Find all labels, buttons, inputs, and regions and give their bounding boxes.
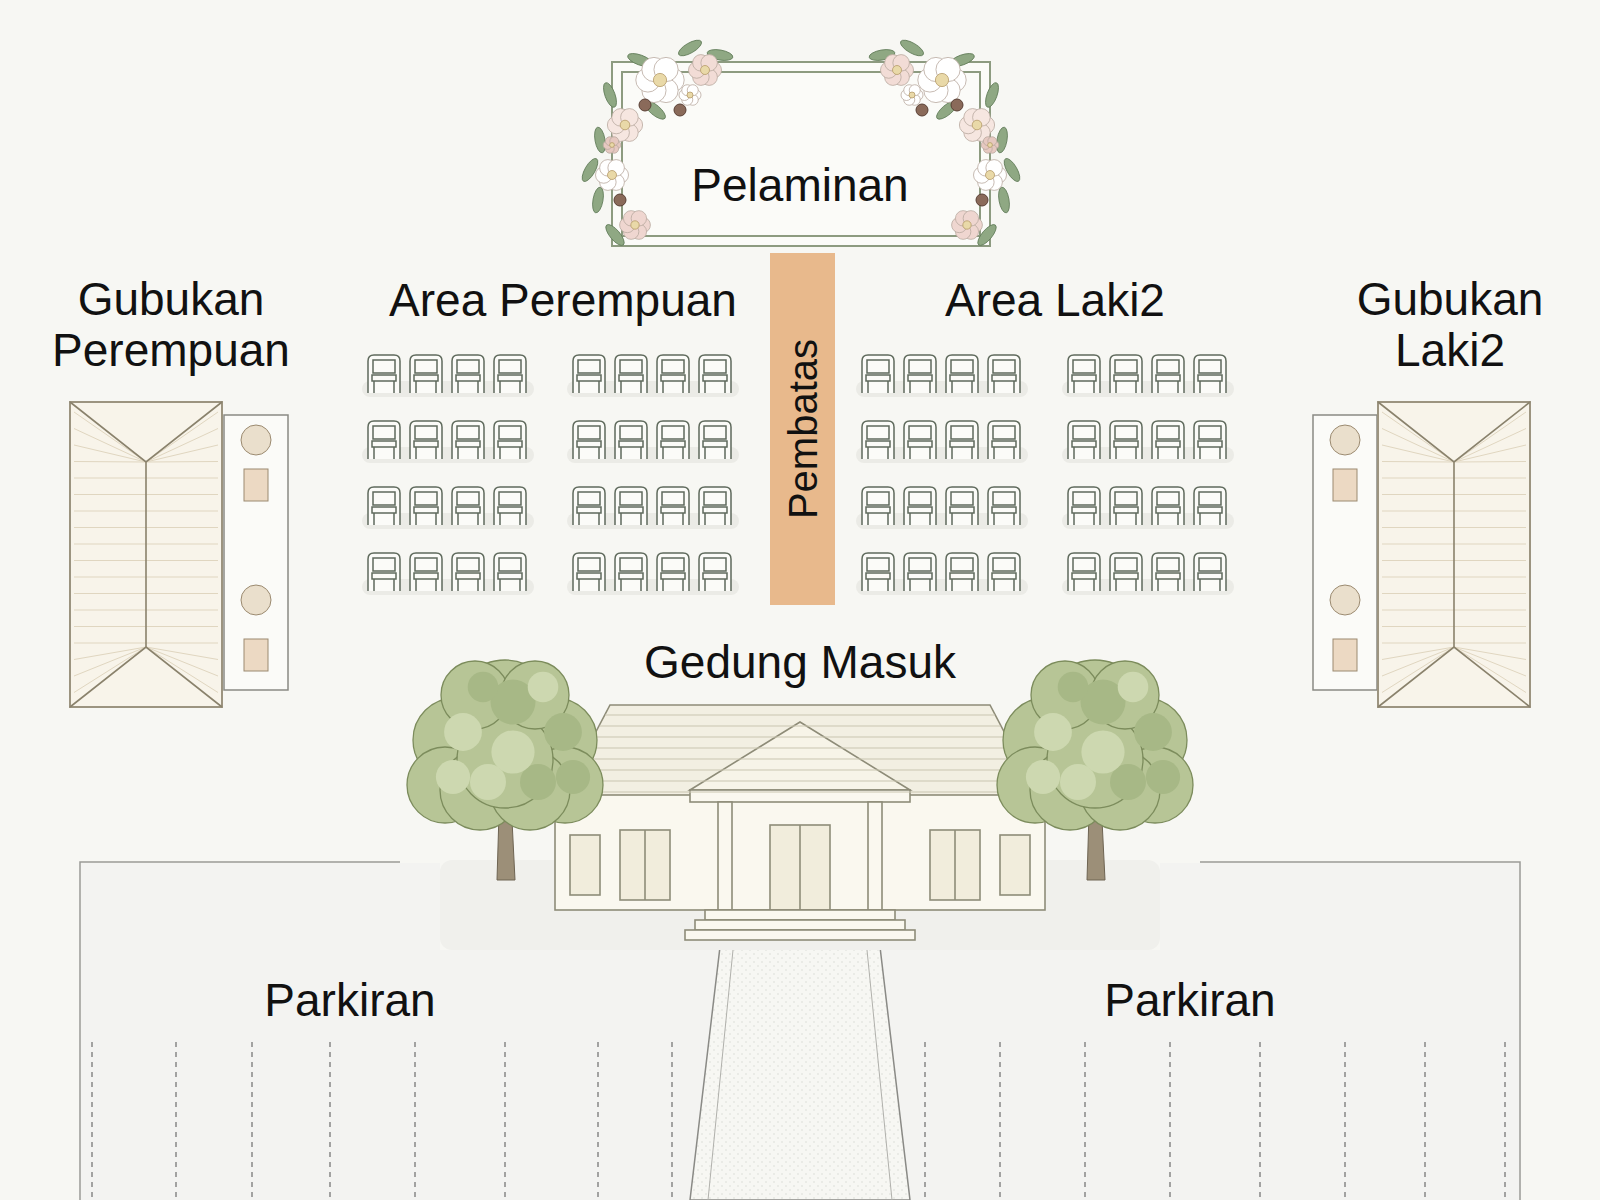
hut-area: Gubukan Laki2 bbox=[1307, 268, 1593, 708]
parking-lot bbox=[80, 862, 1520, 1200]
area-label: Gubukan Laki2 bbox=[1315, 274, 1585, 375]
walkway bbox=[690, 930, 910, 1200]
area-label: Parkiran bbox=[1104, 975, 1275, 1026]
hut-area: Gubukan Perempuan bbox=[28, 268, 314, 708]
parking-area: Parkiran bbox=[920, 862, 1520, 1200]
stage-frame bbox=[612, 62, 990, 246]
area-label: Parkiran bbox=[264, 975, 435, 1026]
divider-band: Pembatas bbox=[770, 253, 835, 605]
roof-lines bbox=[568, 715, 1032, 792]
parking-area: Parkiran bbox=[80, 862, 680, 1200]
entrance-building-box: Gedung Masuk bbox=[520, 630, 1080, 940]
trees bbox=[407, 660, 1193, 880]
stage-box: Pelaminan bbox=[630, 150, 970, 220]
area-label: Pelaminan bbox=[691, 160, 908, 211]
walkway-edge bbox=[708, 930, 892, 1200]
seating-area-label: Area Laki2 bbox=[945, 275, 1165, 326]
flower-garland bbox=[579, 37, 1023, 248]
entrance-building bbox=[440, 705, 1160, 950]
area-label: Gubukan Perempuan bbox=[36, 274, 306, 375]
divider-label: Pembatas bbox=[781, 339, 825, 519]
seating-area-label: Area Perempuan bbox=[389, 275, 737, 326]
area-label: Gedung Masuk bbox=[644, 637, 956, 688]
